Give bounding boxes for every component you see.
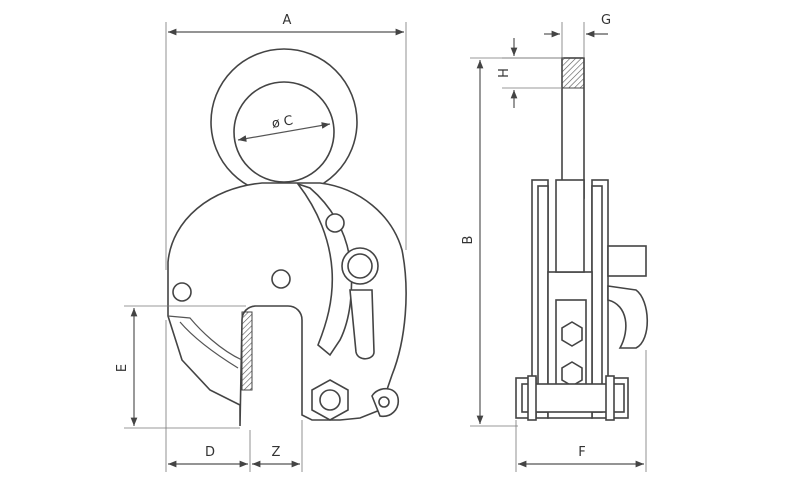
label-z: Z (272, 445, 281, 460)
hex-bolt-lower (561, 361, 583, 387)
dimensions (124, 22, 647, 472)
side-plate-left-inner (537, 185, 549, 413)
hex-nut-front-bore (319, 389, 341, 411)
hex-bolt-upper (561, 321, 583, 347)
label-a: A (283, 13, 292, 28)
side-washer-right (605, 375, 615, 421)
label-b: B (461, 236, 476, 245)
label-g: G (601, 13, 611, 28)
lock-knob-inner (347, 253, 373, 279)
spring-lug-hole (378, 396, 390, 408)
front-view (167, 48, 407, 427)
jaw-profile (167, 315, 243, 361)
side-washer-left (527, 375, 537, 421)
side-shackle-section (561, 57, 585, 89)
label-c: ø C (271, 113, 294, 131)
dimension-labels: A ø C E D Z B H G F (115, 13, 611, 460)
lock-lever (349, 289, 375, 360)
cam-block-top (555, 179, 585, 273)
side-lock-knob (607, 245, 647, 277)
pivot-hole-upper (325, 213, 345, 233)
pivot-hole-left (172, 282, 192, 302)
dim-c-line (237, 122, 331, 142)
label-d: D (205, 445, 215, 460)
pivot-hole-center (271, 269, 291, 289)
side-plate-right-inner (591, 185, 603, 413)
jaw-profile-inner (179, 321, 239, 369)
label-e: E (115, 364, 130, 372)
side-lock-lever (607, 285, 648, 349)
label-f: F (578, 445, 585, 460)
side-view (515, 57, 648, 421)
grip-pad (241, 311, 253, 391)
label-h: H (497, 68, 512, 78)
